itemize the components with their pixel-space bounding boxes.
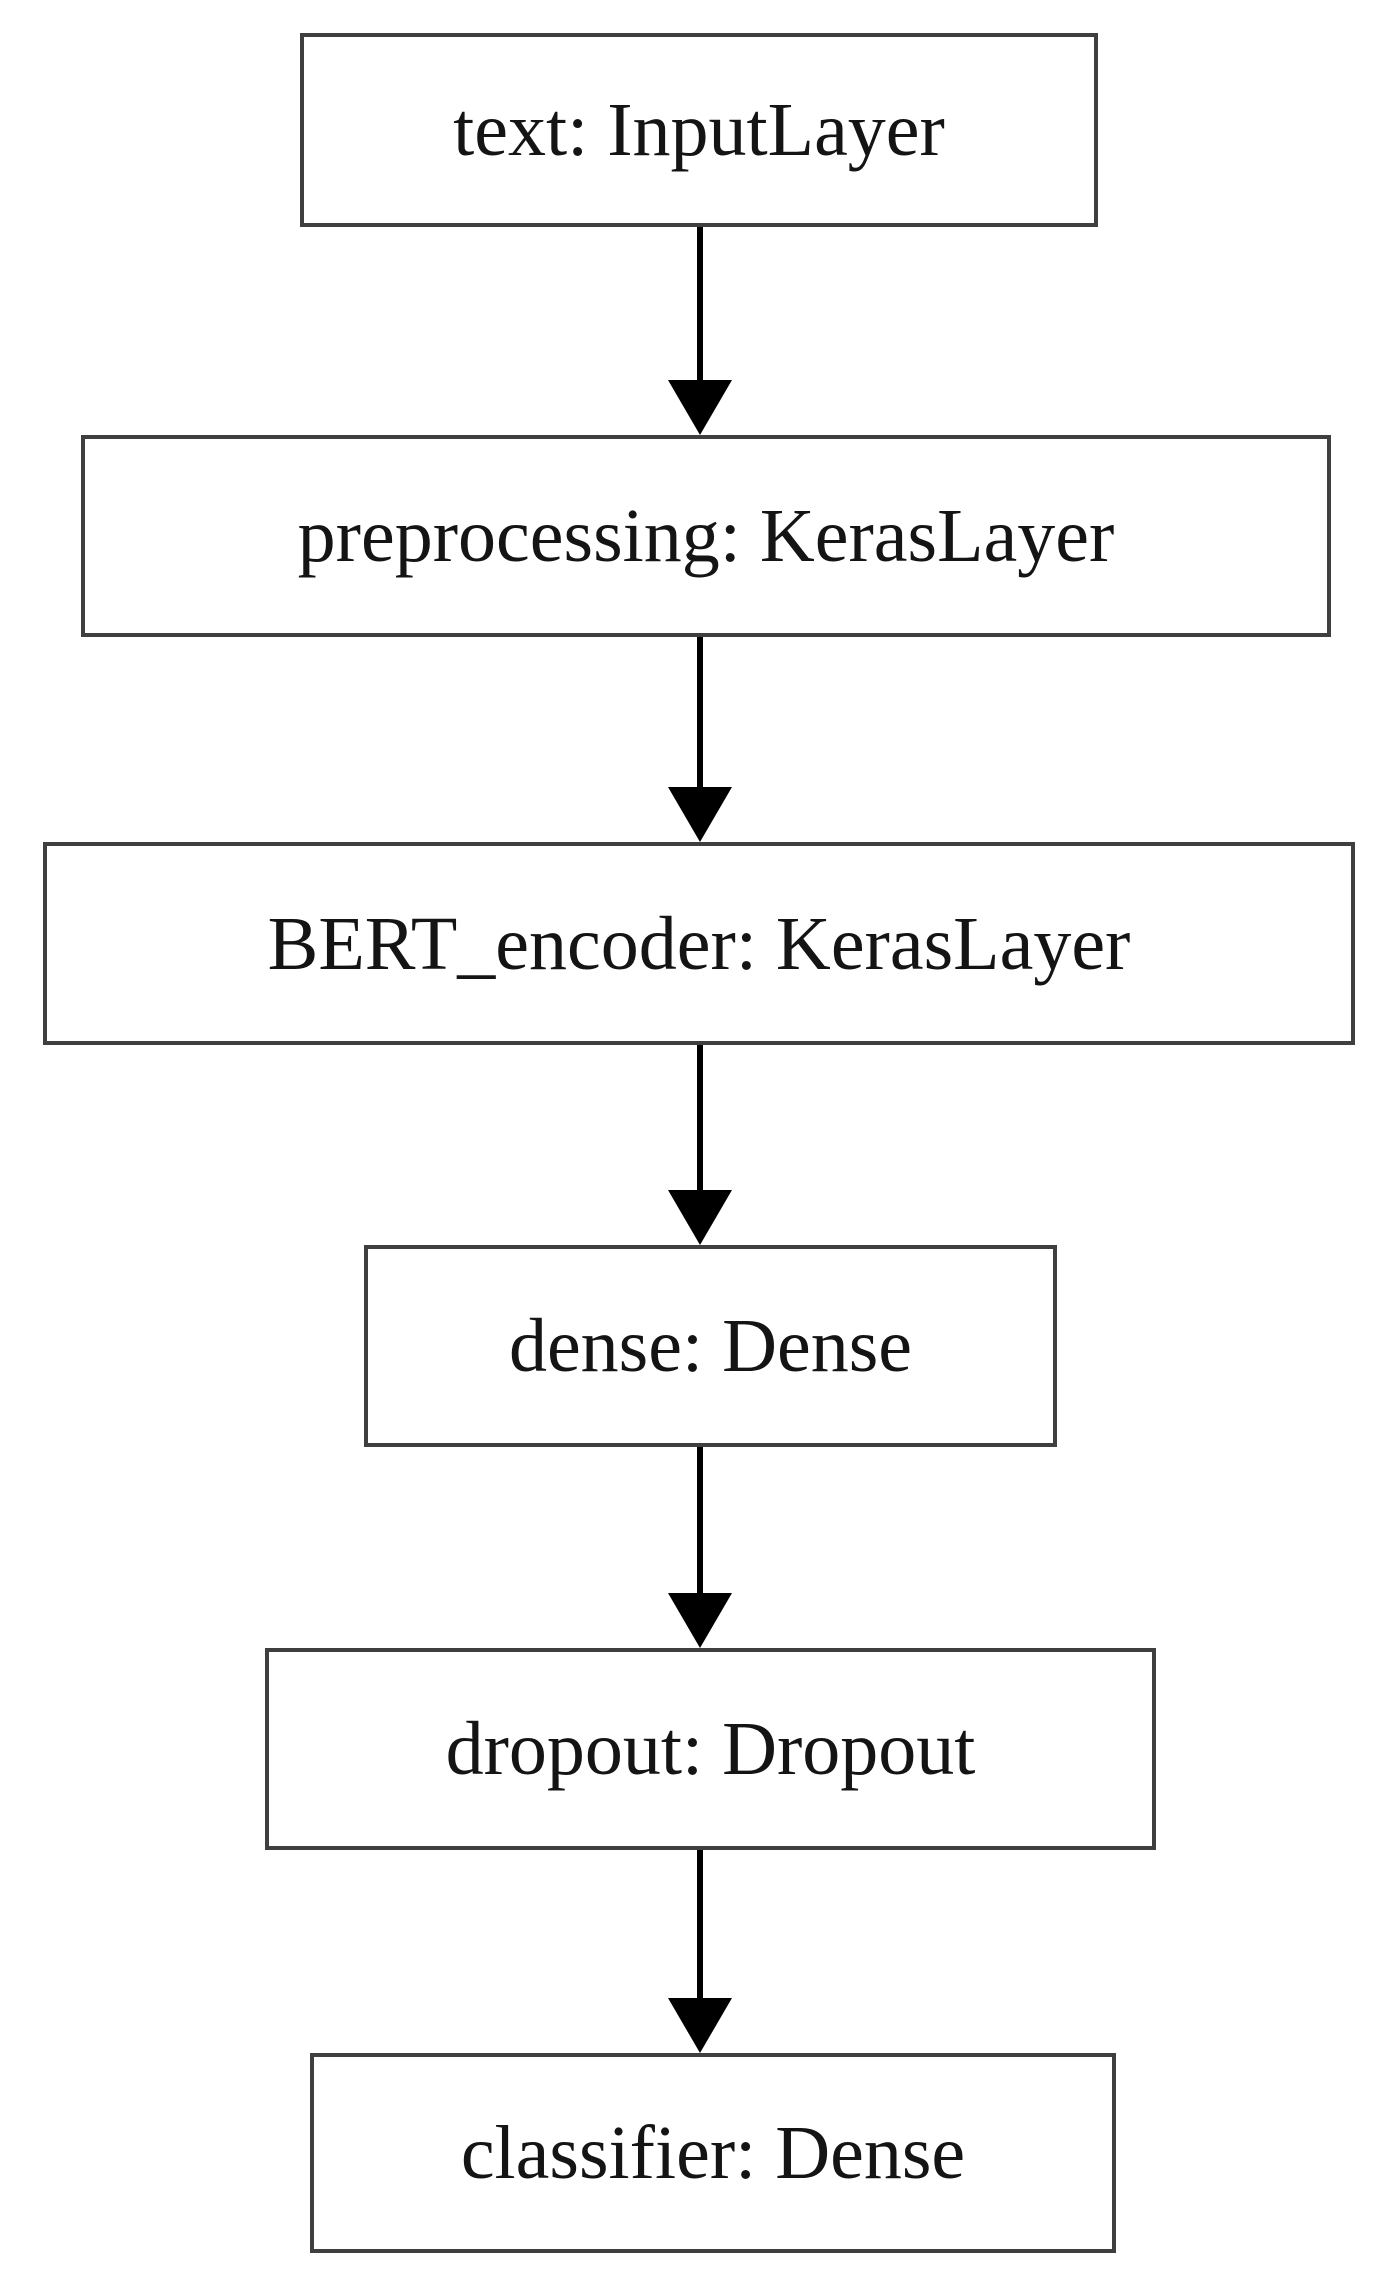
node-text[interactable]: text: InputLayer (300, 33, 1098, 227)
edge-dense-to-dropout (668, 1447, 732, 1648)
node-label-classifier: classifier: Dense (460, 2111, 966, 2195)
arrowhead-icon (668, 1593, 732, 1648)
node-dense[interactable]: dense: Dense (364, 1245, 1057, 1447)
node-label-preprocessing: preprocessing: KerasLayer (297, 494, 1115, 578)
edge-bert_encoder-to-dense (668, 1045, 732, 1245)
edge-dropout-to-classifier (668, 1850, 732, 2053)
node-label-text: text: InputLayer (453, 88, 945, 172)
node-bert_encoder[interactable]: BERT_encoder: KerasLayer (43, 842, 1355, 1045)
node-label-bert_encoder: BERT_encoder: KerasLayer (267, 901, 1131, 986)
arrowhead-icon (668, 380, 732, 435)
node-label-dense: dense: Dense (508, 1304, 913, 1388)
node-label-dropout: dropout: Dropout (445, 1707, 976, 1791)
arrowhead-icon (668, 1998, 732, 2053)
arrowhead-icon (668, 787, 732, 842)
node-preprocessing[interactable]: preprocessing: KerasLayer (81, 435, 1331, 637)
node-classifier[interactable]: classifier: Dense (310, 2053, 1116, 2253)
node-dropout[interactable]: dropout: Dropout (265, 1648, 1156, 1850)
arrowhead-icon (668, 1190, 732, 1245)
edge-text-to-preprocessing (668, 227, 732, 435)
edge-preprocessing-to-bert_encoder (668, 637, 732, 842)
